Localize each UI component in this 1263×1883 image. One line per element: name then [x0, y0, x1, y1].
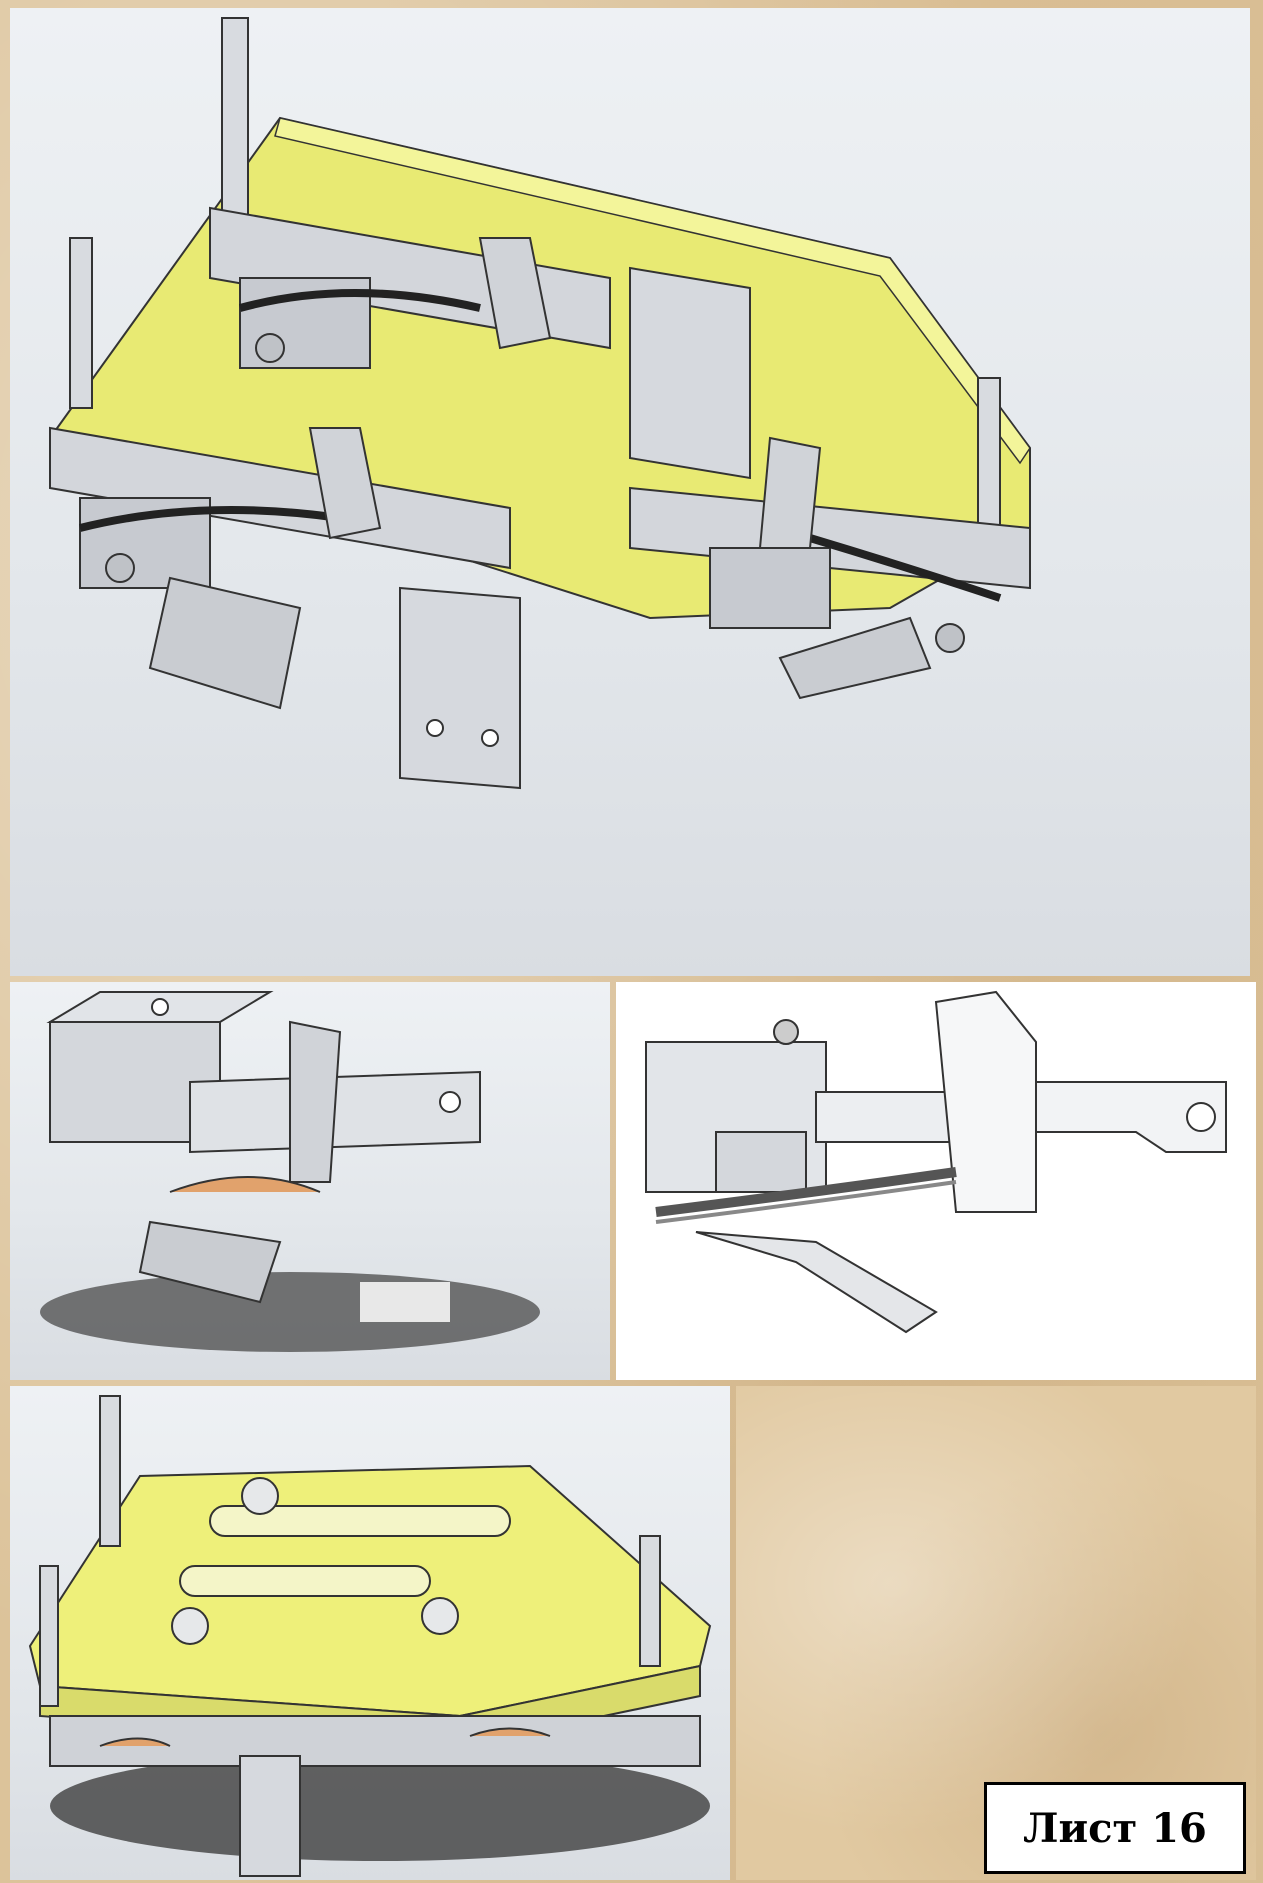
contact-unit-view: [10, 982, 610, 1380]
assembly-top-view-icon: [28, 1395, 712, 1877]
contact-unit-side-view: [616, 982, 1256, 1380]
contact-unit-side-view-icon: [645, 990, 1227, 1334]
contact-unit-view-icon: [40, 991, 540, 1352]
sheet-number-label: Лист 16: [984, 1782, 1246, 1874]
assembly-view-icon: [49, 17, 1031, 790]
assembly-top-view: [10, 1386, 730, 1880]
assembly-view-top: [10, 8, 1250, 976]
